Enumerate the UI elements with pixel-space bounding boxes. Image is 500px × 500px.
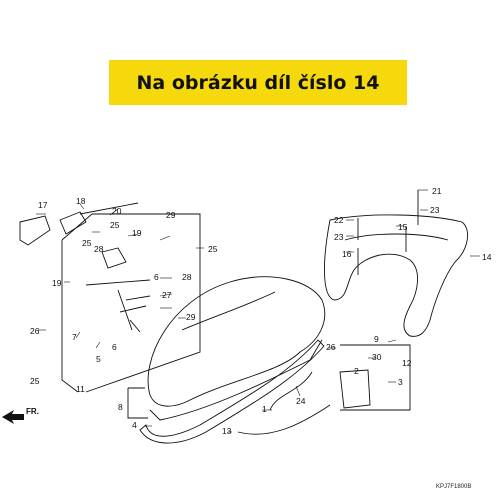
callout-18: 18 (76, 196, 86, 206)
part-4-trim (139, 339, 325, 444)
callout-24: 24 (296, 396, 306, 406)
callout-25d: 25 (30, 376, 40, 386)
callout-29a: 29 (166, 210, 176, 220)
callout-13: 13 (222, 426, 232, 436)
callout-28a: 28 (94, 244, 104, 254)
callout-15: 15 (398, 222, 408, 232)
callout-23b: 23 (334, 232, 344, 242)
callout-14: 14 (482, 252, 492, 262)
callout-17: 17 (38, 200, 48, 210)
callout-8: 8 (118, 402, 123, 412)
diagram-code: KPJ7F1800B (436, 484, 471, 490)
callout-29b: 29 (186, 312, 196, 322)
callout-19b: 19 (52, 278, 62, 288)
part-18-bracket (59, 211, 87, 235)
callout-9: 9 (374, 334, 379, 344)
seat-callout-bracket (127, 387, 148, 419)
direction-label: FR. (26, 407, 39, 416)
callout-3: 3 (398, 377, 403, 387)
callout-4: 4 (132, 420, 137, 430)
callout-20: 20 (112, 206, 122, 216)
seat (147, 276, 326, 407)
part-14-rear-carrier (324, 214, 469, 337)
callout-26a: 26 (30, 326, 40, 336)
callout-26b: 26 (326, 342, 336, 352)
part-1-cable (269, 371, 313, 411)
callout-6: 6 (154, 272, 159, 282)
callout-21: 21 (432, 186, 442, 196)
callout-23a: 23 (430, 205, 440, 215)
callout-5: 5 (96, 354, 101, 364)
callout-16: 16 (342, 249, 352, 259)
part-14-inner (344, 233, 449, 241)
callout-2: 2 (354, 366, 359, 376)
callout-25a: 25 (110, 220, 120, 230)
seat-base (149, 339, 323, 421)
part-13-cable (237, 404, 331, 435)
callout-12: 12 (402, 358, 412, 368)
front-direction-arrow: FR. (2, 407, 39, 424)
part-2-latch-plate (339, 369, 371, 409)
callout-27: 27 (162, 290, 172, 300)
lock-mechanism (85, 247, 151, 333)
banner-text: Na obrázku díl číslo 14 (136, 71, 380, 94)
callout-7: 7 (72, 332, 77, 342)
callout-6b: 6 (112, 342, 117, 352)
callout-28b: 28 (182, 272, 192, 282)
callout-19a: 19 (132, 228, 142, 238)
callout-30: 30 (372, 352, 382, 362)
part-number-banner: Na obrázku díl číslo 14 (109, 60, 407, 105)
callout-22: 22 (334, 215, 344, 225)
callout-1: 1 (262, 404, 267, 414)
callout-25c: 25 (208, 244, 218, 254)
callout-11: 11 (76, 384, 85, 394)
seat-step (181, 291, 276, 331)
part-17-cover (19, 215, 51, 246)
right-group-outline (340, 344, 411, 411)
part-20-cable (79, 202, 139, 215)
callout-25b: 25 (82, 238, 92, 248)
